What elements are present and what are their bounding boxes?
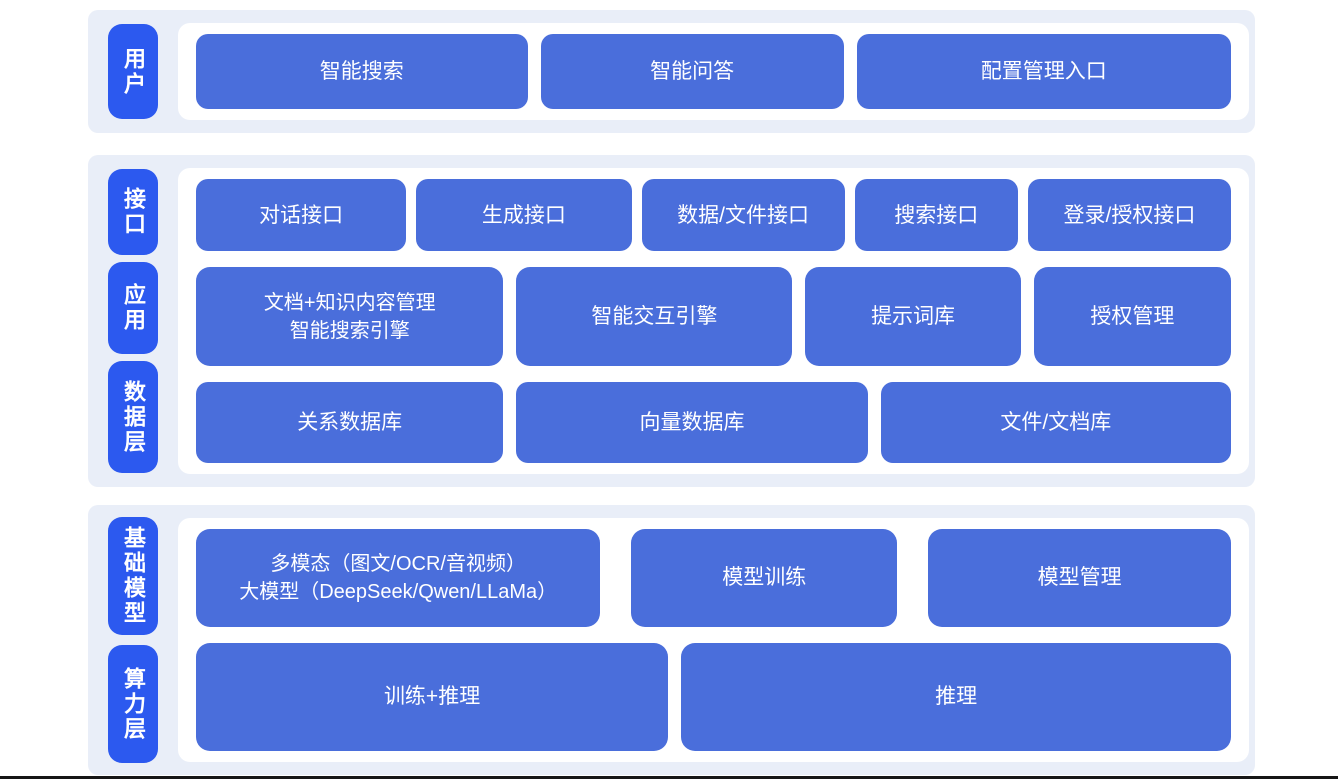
bottom-layer-tabs: 基础模型 算力层 xyxy=(88,505,178,775)
section-interface-application-data: 接口 应用 数据层 对话接口 生成接口 数据/文件接口 搜索接口 登录/授权接口… xyxy=(88,155,1255,487)
node-multimodal-llm: 多模态（图文/OCR/音视频） 大模型（DeepSeek/Qwen/LLaMa） xyxy=(196,529,601,627)
data-row: 关系数据库 向量数据库 文件/文档库 xyxy=(196,381,1231,463)
middle-layer-tabs: 接口 应用 数据层 xyxy=(88,155,178,487)
node-dialog-api: 对话接口 xyxy=(196,179,407,252)
node-training-inference: 训练+推理 xyxy=(196,642,669,751)
user-layer-row: 智能搜索 智能问答 配置管理入口 xyxy=(196,34,1231,109)
compute-row: 训练+推理 推理 xyxy=(196,642,1231,751)
node-smart-qa: 智能问答 xyxy=(540,34,844,109)
node-config-entry: 配置管理入口 xyxy=(856,34,1231,109)
layer-tab-data: 数据层 xyxy=(108,361,158,473)
interface-row: 对话接口 生成接口 数据/文件接口 搜索接口 登录/授权接口 xyxy=(196,179,1231,252)
node-smart-interaction-engine: 智能交互引擎 xyxy=(516,267,793,366)
node-prompt-library: 提示词库 xyxy=(805,267,1021,366)
application-row: 文档+知识内容管理 智能搜索引擎 智能交互引擎 提示词库 授权管理 xyxy=(196,267,1231,366)
layer-tab-application: 应用 xyxy=(108,262,158,355)
node-search-api: 搜索接口 xyxy=(854,179,1018,252)
node-auth-management: 授权管理 xyxy=(1033,267,1231,366)
node-model-management: 模型管理 xyxy=(928,529,1231,627)
user-layer-tabs: 用户 xyxy=(88,10,178,133)
node-file-doc-store: 文件/文档库 xyxy=(880,381,1231,463)
foundation-model-row: 多模态（图文/OCR/音视频） 大模型（DeepSeek/Qwen/LLaMa）… xyxy=(196,529,1231,627)
middle-layer-panel: 对话接口 生成接口 数据/文件接口 搜索接口 登录/授权接口 文档+知识内容管理… xyxy=(178,168,1249,474)
node-generation-api: 生成接口 xyxy=(416,179,632,252)
layer-tab-compute: 算力层 xyxy=(108,645,158,763)
node-smart-search: 智能搜索 xyxy=(196,34,528,109)
node-vector-db: 向量数据库 xyxy=(516,381,868,463)
section-foundation-model-compute: 基础模型 算力层 多模态（图文/OCR/音视频） 大模型（DeepSeek/Qw… xyxy=(88,505,1255,775)
user-layer-panel: 智能搜索 智能问答 配置管理入口 xyxy=(178,23,1249,120)
node-doc-knowledge-search-engine: 文档+知识内容管理 智能搜索引擎 xyxy=(196,267,504,366)
bottom-layer-panel: 多模态（图文/OCR/音视频） 大模型（DeepSeek/Qwen/LLaMa）… xyxy=(178,518,1249,762)
layer-tab-interface: 接口 xyxy=(108,169,158,256)
node-relational-db: 关系数据库 xyxy=(196,381,504,463)
bottom-rule xyxy=(0,776,1338,779)
section-user-layer: 用户 智能搜索 智能问答 配置管理入口 xyxy=(88,10,1255,133)
node-data-file-api: 数据/文件接口 xyxy=(641,179,845,252)
layer-tab-foundation-model: 基础模型 xyxy=(108,517,158,635)
node-login-auth-api: 登录/授权接口 xyxy=(1027,179,1231,252)
node-inference: 推理 xyxy=(681,642,1231,751)
node-model-training: 模型训练 xyxy=(631,529,898,627)
layer-tab-user: 用户 xyxy=(108,24,158,119)
